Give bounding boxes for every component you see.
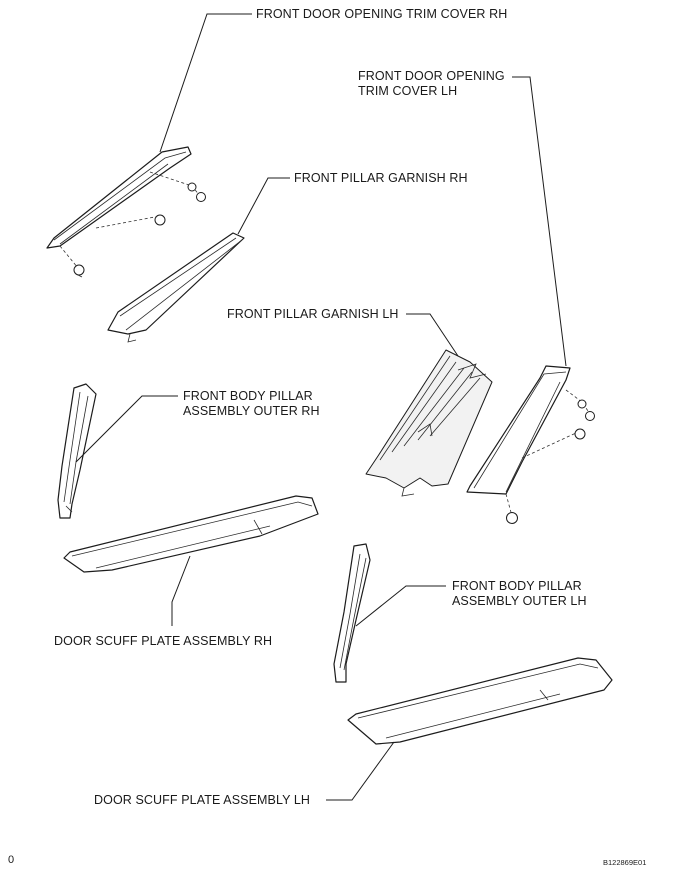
front-door-opening-trim-cover-lh-part xyxy=(466,365,595,524)
label-door-scuff-rh: DOOR SCUFF PLATE ASSEMBLY RH xyxy=(54,634,273,648)
leader-front-body-pillar-rh xyxy=(75,395,178,463)
leader-front-door-trim-lh xyxy=(512,76,567,367)
label-door-scuff-lh: DOOR SCUFF PLATE ASSEMBLY LH xyxy=(94,793,311,807)
label-front-door-trim-rh: FRONT DOOR OPENING TRIM COVER RH xyxy=(256,7,508,21)
door-scuff-plate-assembly-lh-part xyxy=(347,657,613,745)
corner-mark-left: 0 xyxy=(8,854,15,866)
front-pillar-garnish-rh-part xyxy=(107,232,245,343)
leader-door-scuff-lh xyxy=(326,741,395,801)
leader-front-body-pillar-lh xyxy=(355,585,446,627)
leader-door-scuff-rh xyxy=(171,555,191,626)
leader-front-door-trim-rh xyxy=(159,13,252,153)
label-front-pillar-garnish-rh: FRONT PILLAR GARNISH RH xyxy=(294,171,468,185)
front-door-opening-trim-cover-rh-part xyxy=(46,146,206,278)
front-body-pillar-assembly-outer-lh-part xyxy=(333,543,371,683)
leader-front-pillar-garnish-rh xyxy=(237,177,290,235)
label-front-body-pillar-lh: FRONT BODY PILLAR ASSEMBLY OUTER LH xyxy=(452,579,587,608)
label-front-pillar-garnish-lh: FRONT PILLAR GARNISH LH xyxy=(227,307,399,321)
leader-front-pillar-garnish-lh xyxy=(406,313,459,357)
label-front-door-trim-lh: FRONT DOOR OPENING TRIM COVER LH xyxy=(358,69,505,98)
label-front-body-pillar-rh: FRONT BODY PILLAR ASSEMBLY OUTER RH xyxy=(183,389,320,418)
front-pillar-garnish-lh-part xyxy=(365,349,493,497)
door-scuff-plate-assembly-rh-part xyxy=(63,495,319,573)
front-body-pillar-assembly-outer-rh-part xyxy=(57,383,97,519)
figure-code: B122869E01 xyxy=(603,858,647,867)
